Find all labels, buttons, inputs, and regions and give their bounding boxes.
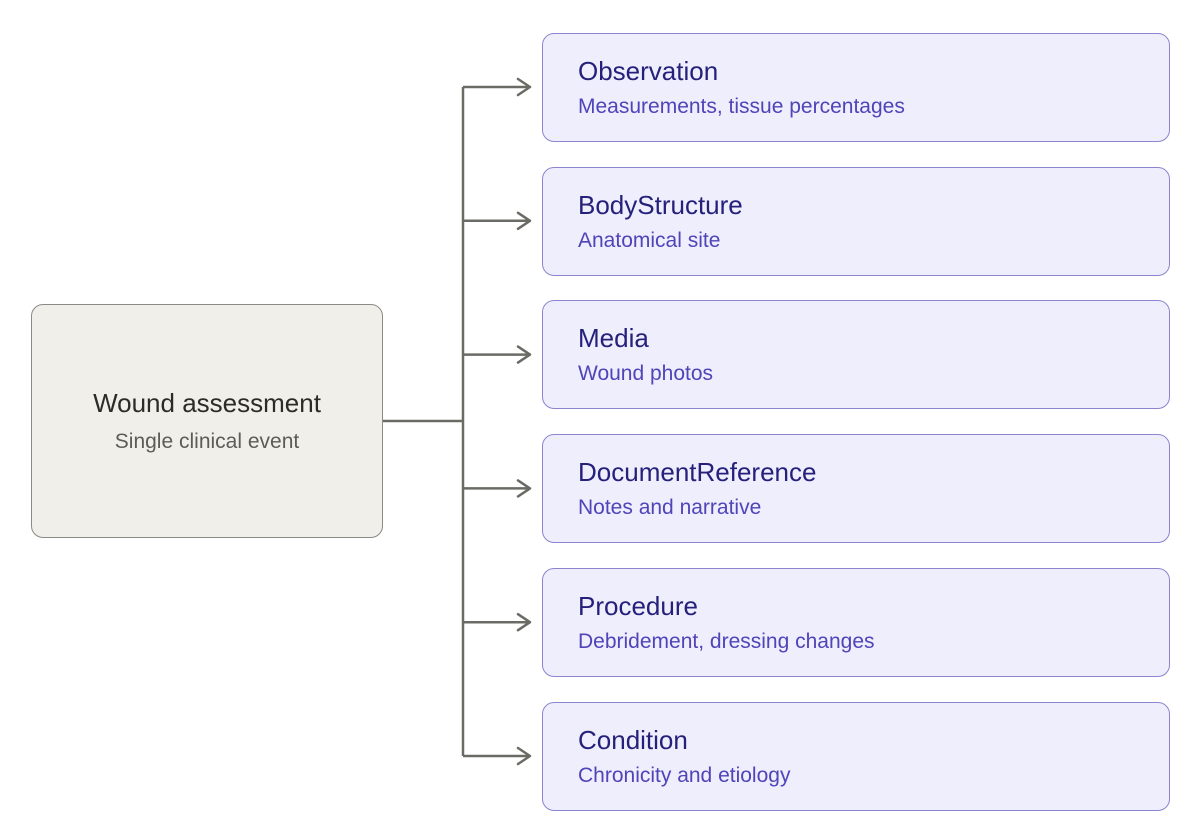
procedure-title: Procedure xyxy=(578,591,698,622)
wound-assessment-node: Wound assessment Single clinical event xyxy=(31,304,383,538)
documentreference-title: DocumentReference xyxy=(578,457,817,488)
arrowhead-condition xyxy=(516,746,532,766)
arrowhead-documentreference xyxy=(516,479,532,498)
observation-node: Observation Measurements, tissue percent… xyxy=(542,33,1170,142)
source-title: Wound assessment xyxy=(93,388,321,419)
arrowhead-media xyxy=(516,345,532,364)
condition-node: Condition Chronicity and etiology xyxy=(542,702,1170,811)
condition-subtitle: Chronicity and etiology xyxy=(578,763,791,787)
documentreference-node: DocumentReference Notes and narrative xyxy=(542,434,1170,543)
media-node: Media Wound photos xyxy=(542,300,1170,409)
bodystructure-node: BodyStructure Anatomical site xyxy=(542,167,1170,276)
condition-title: Condition xyxy=(578,725,688,756)
arrowhead-procedure xyxy=(516,612,532,632)
media-title: Media xyxy=(578,323,649,354)
bodystructure-subtitle: Anatomical site xyxy=(578,228,721,252)
documentreference-subtitle: Notes and narrative xyxy=(578,495,762,519)
arrowhead-bodystructure xyxy=(516,211,532,231)
media-subtitle: Wound photos xyxy=(578,361,714,385)
procedure-subtitle: Debridement, dressing changes xyxy=(578,629,875,653)
observation-subtitle: Measurements, tissue percentages xyxy=(578,94,905,118)
observation-title: Observation xyxy=(578,56,719,87)
source-subtitle: Single clinical event xyxy=(114,429,300,453)
bodystructure-title: BodyStructure xyxy=(578,190,743,221)
arrowhead-observation xyxy=(516,77,532,97)
procedure-node: Procedure Debridement, dressing changes xyxy=(542,568,1170,677)
